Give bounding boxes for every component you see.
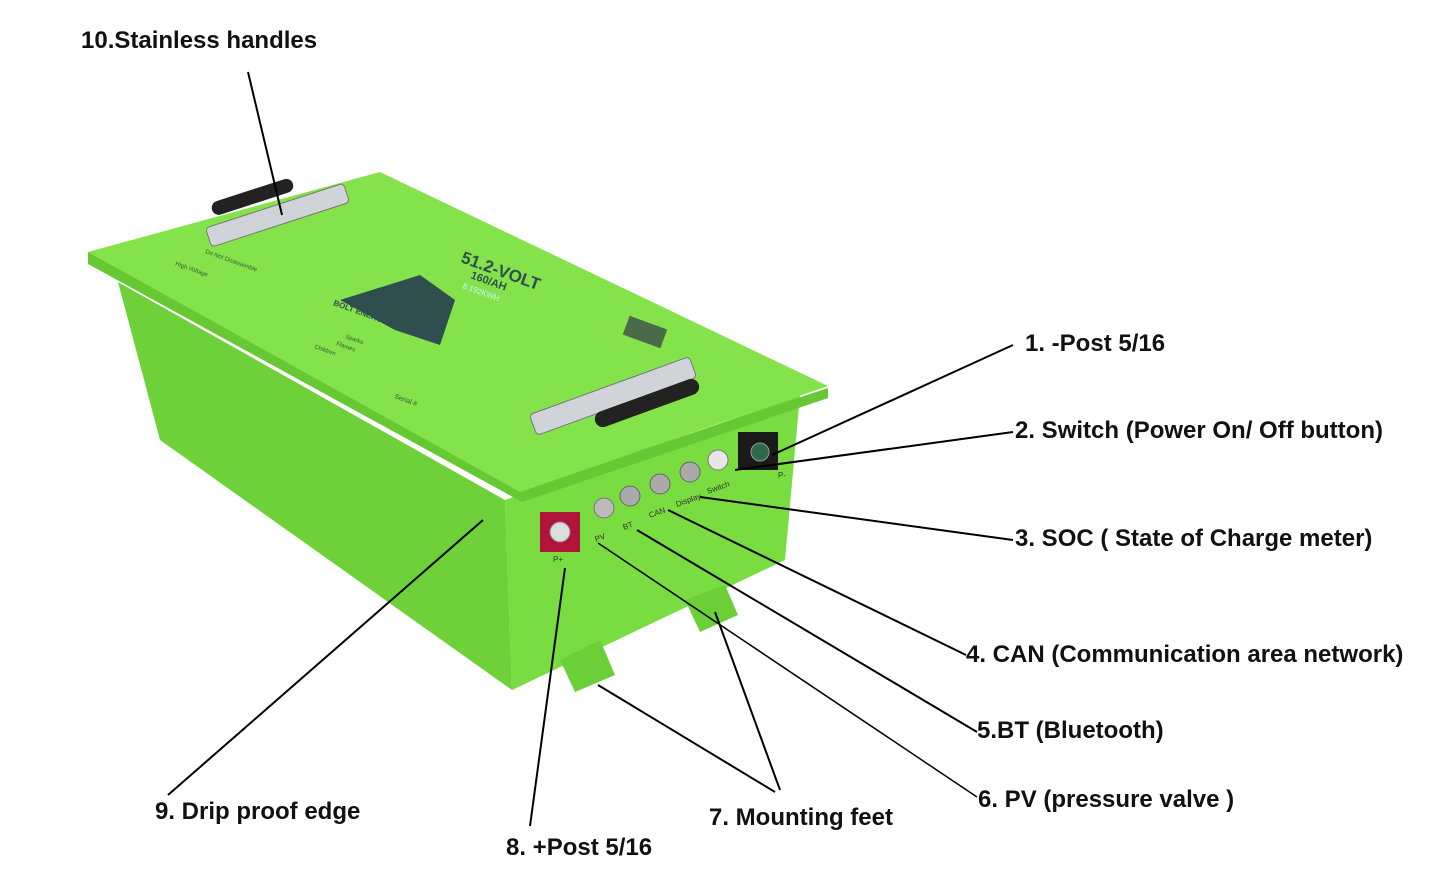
pressure-valve: [593, 497, 615, 519]
port-label-p-minus: P-: [778, 471, 786, 480]
callout-line-9: [167, 519, 484, 796]
callout-label-switch: 2. Switch (Power On/ Off button): [1015, 417, 1383, 444]
callout-line-4: [667, 509, 967, 656]
callout-line-6: [597, 542, 978, 798]
callout-line-1: [771, 344, 1014, 456]
callout-line-3: [699, 496, 1014, 541]
handle-front: [529, 357, 700, 435]
callout-label-feet: 7. Mounting feet: [709, 804, 893, 831]
qr-code-icon: [622, 315, 668, 349]
can-port: [649, 473, 671, 495]
callout-line-5: [636, 529, 978, 733]
battery-front-face: [505, 395, 800, 690]
callout-label-pos-post: 8. +Post 5/16: [506, 834, 653, 861]
callout-label-handles: 10.Stainless handles: [81, 27, 318, 54]
display-port: [679, 461, 701, 483]
port-label-bt: BT: [622, 520, 635, 532]
callout-label-pv: 6. PV (pressure valve ): [978, 786, 1235, 813]
handle-rear: [206, 178, 350, 247]
battery-side-face: [118, 282, 512, 690]
mounting-foot: [685, 585, 738, 632]
callout-label-drip-edge: 9. Drip proof edge: [155, 798, 361, 825]
power-switch: [707, 449, 729, 471]
callout-label-bt: 5.BT (Bluetooth): [977, 717, 1164, 744]
port-label-pv: PV: [594, 532, 608, 544]
callout-line-10: [247, 71, 283, 216]
brand-logo: [340, 275, 455, 345]
callout-line-7a: [597, 684, 776, 793]
callout-line-8: [529, 567, 566, 827]
callout-label-soc: 3. SOC ( State of Charge meter): [1015, 525, 1373, 552]
callout-line-2: [734, 431, 1014, 471]
mounting-foot: [560, 640, 615, 692]
callout-label-neg-post: 1. -Post 5/16: [1025, 330, 1166, 357]
callout-label-can: 4. CAN (Communication area network): [966, 641, 1404, 668]
callout-line-7b: [714, 611, 781, 791]
port-label-p-plus: P+: [553, 555, 563, 564]
bt-port: [619, 485, 641, 507]
